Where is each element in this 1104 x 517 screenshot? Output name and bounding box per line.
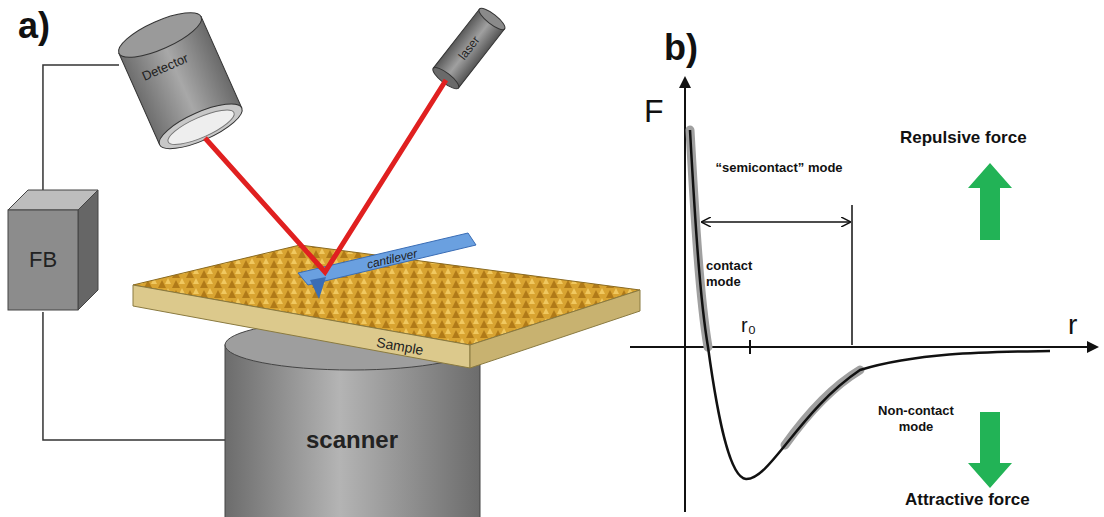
node-label: FB bbox=[29, 247, 57, 273]
feedback-box: FB bbox=[8, 190, 100, 312]
detector: Detector bbox=[115, 5, 265, 180]
cantilever: cantilever bbox=[290, 225, 480, 301]
region-label: contact mode bbox=[706, 258, 762, 289]
signal-wire bbox=[43, 312, 225, 440]
panel-label: b) bbox=[664, 26, 698, 69]
detector-outline bbox=[115, 5, 265, 180]
axis-label: F bbox=[644, 92, 664, 130]
signal-wire bbox=[43, 65, 119, 190]
node-label: cantilever bbox=[365, 246, 418, 271]
node-label: scanner bbox=[306, 426, 398, 454]
region-label: “semicontact” mode bbox=[712, 160, 846, 176]
axis-label: r bbox=[1068, 308, 1077, 342]
region-label: Non-contact mode bbox=[868, 403, 964, 434]
laser-source: laser bbox=[430, 5, 510, 105]
axis-tick-label: r₀ bbox=[741, 313, 756, 337]
panel-label: a) bbox=[18, 4, 50, 47]
force-label: Attractive force bbox=[905, 490, 1030, 510]
force-label: Repulsive force bbox=[900, 128, 1027, 148]
